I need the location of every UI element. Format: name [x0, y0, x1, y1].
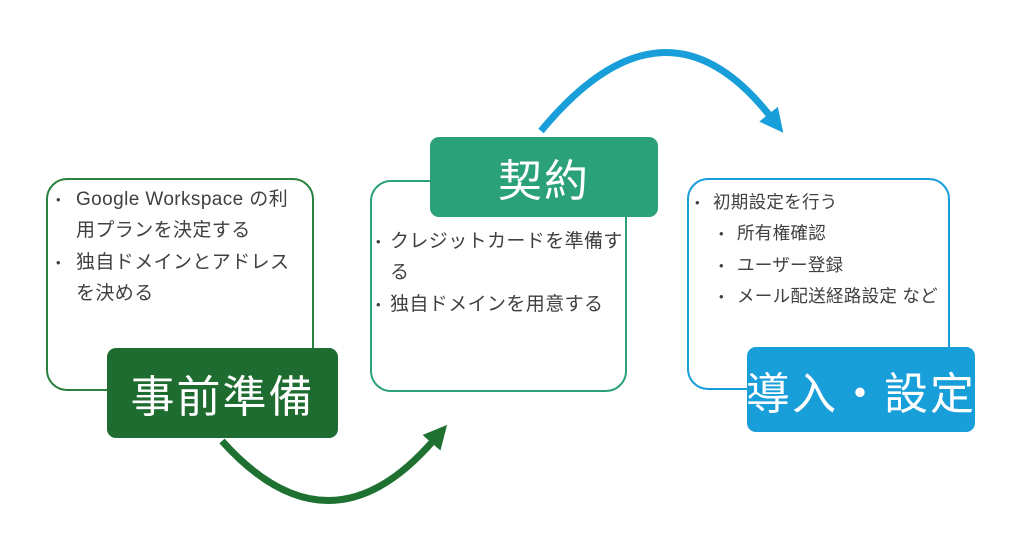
- list-item: • 初期設定を行う: [695, 187, 944, 219]
- bullet-icon: •: [376, 233, 381, 249]
- bullet-text: 独自ドメインとアドレスを決める: [76, 251, 290, 305]
- bullet-text: 所有権確認: [737, 223, 826, 243]
- bullet-text: Google Workspace の利用プランを決定する: [76, 188, 289, 242]
- bullet-text: 初期設定を行う: [713, 191, 838, 212]
- bullet-text: クレジットカードを準備する: [390, 230, 623, 284]
- list-item: • クレジットカードを準備する: [376, 226, 623, 289]
- list-item: • Google Workspace の利用プランを決定する: [56, 184, 306, 247]
- bullet-text: ユーザー登録: [737, 254, 844, 275]
- bullet-icon: •: [56, 254, 61, 270]
- list-item: • 独自ドメインを用意する: [376, 289, 623, 321]
- list-item: • 独自ドメインとアドレスを決める: [56, 247, 306, 310]
- bullet-icon: •: [719, 226, 724, 241]
- bullet-icon: •: [695, 194, 700, 210]
- step-label-contract: 契約: [430, 137, 658, 217]
- arrow-contract-to-setup: [538, 49, 784, 134]
- bullet-text: 独自ドメインを用意する: [390, 293, 604, 315]
- bullet-icon: •: [376, 296, 381, 312]
- step-label-setup: 導入・設定: [746, 347, 975, 432]
- list-item-sub: • ユーザー登録: [719, 250, 944, 282]
- bullet-icon: •: [56, 191, 61, 207]
- bullet-icon: •: [719, 289, 724, 304]
- step-label-preparation: 事前準備: [107, 348, 338, 438]
- list-item-sub: • 所有権確認: [719, 218, 944, 250]
- bullet-text: メール配送経路設定 など: [737, 286, 938, 306]
- list-item-sub: • メール配送経路設定 など: [719, 281, 944, 313]
- arrow-preparation-to-contract: [219, 424, 448, 504]
- bullet-icon: •: [719, 257, 724, 273]
